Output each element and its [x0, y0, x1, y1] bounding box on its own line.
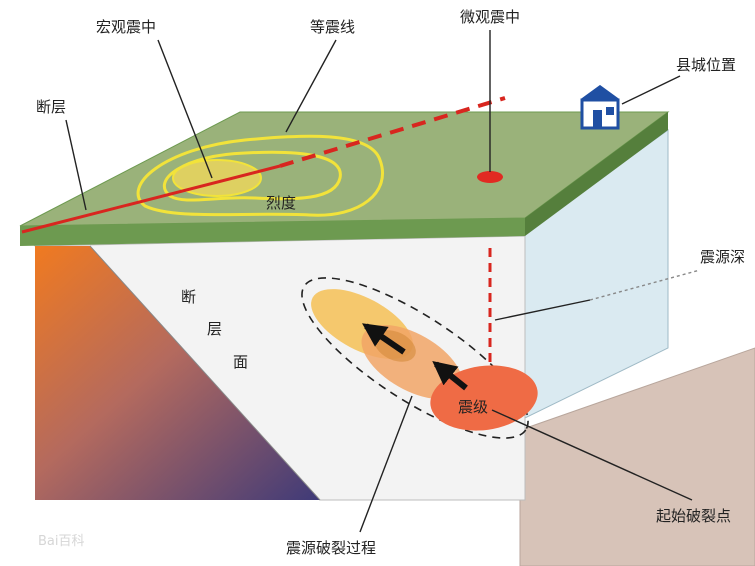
- leader-rupture-process: [359, 395, 413, 533]
- fault-plane-edge: [89, 245, 321, 501]
- leader-fault: [65, 119, 87, 211]
- label-rupture-process: 震源破裂过程: [286, 539, 376, 557]
- leader-isoseismal: [285, 39, 337, 133]
- ground-front-edge: [20, 218, 525, 246]
- rupture-boundary: [301, 277, 529, 439]
- leader-macro-epicenter: [157, 39, 213, 179]
- label-magnitude: 震级: [458, 398, 488, 416]
- leader-county: [621, 75, 681, 105]
- leader-rupture-start: [491, 409, 693, 501]
- fault-trace-solid: [21, 164, 281, 234]
- propagation-arrow-1: [362, 323, 406, 355]
- ground-right-edge: [525, 112, 668, 236]
- label-macro-epicenter: 宏观震中: [96, 18, 156, 36]
- label-rupture-start: 起始破裂点: [656, 507, 731, 525]
- leader-focal-depth-solid: [494, 299, 591, 321]
- label-fault-plane-1: 断: [181, 288, 196, 306]
- label-fault-plane-2: 层: [207, 320, 222, 338]
- leader-focal-depth-dotted: [589, 269, 701, 301]
- watermark: Bai百科: [38, 534, 85, 549]
- label-intensity: 烈度: [266, 194, 296, 212]
- label-focal-depth: 震源深: [700, 248, 745, 266]
- hanging-wall-block: [35, 246, 320, 500]
- isoseismal-outer: [136, 134, 384, 217]
- label-fault: 断层: [36, 98, 66, 116]
- label-micro-epicenter: 微观震中: [460, 8, 520, 26]
- label-county-location: 县城位置: [676, 56, 736, 74]
- propagation-arrow-2: [432, 361, 468, 391]
- house-icon: [575, 83, 625, 130]
- fault-trace-dashed: [279, 96, 506, 168]
- label-isoseismal: 等震线: [310, 18, 355, 36]
- micro-epicenter-dot: [477, 171, 503, 183]
- label-fault-plane-3: 面: [233, 353, 248, 371]
